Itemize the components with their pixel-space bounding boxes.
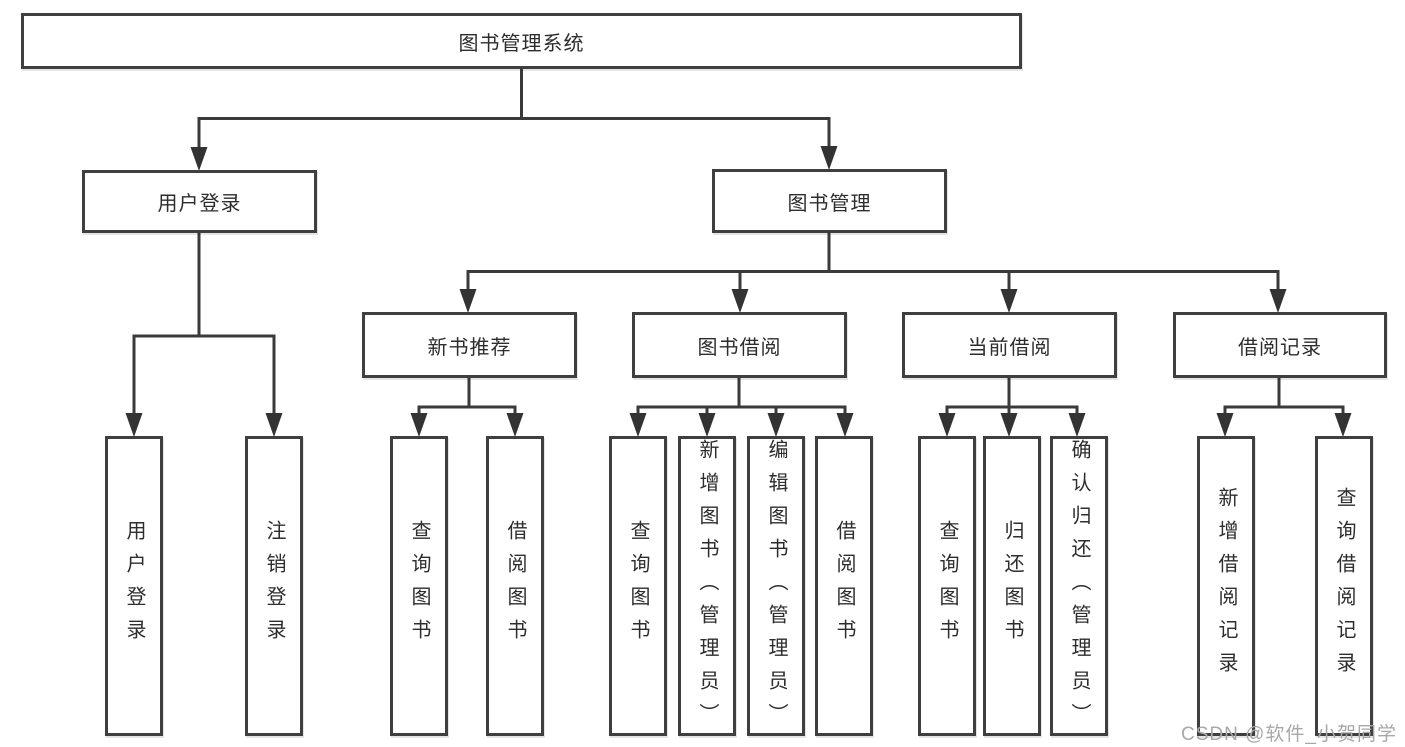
leaf-label: 查询图书 xyxy=(627,520,649,652)
leaf-label: 新增借阅记录 xyxy=(1215,487,1237,685)
leaf-borrow-books: 借阅图书 xyxy=(815,436,873,736)
leaf-edit-books-admin: 编辑图书（管理员） xyxy=(747,436,805,736)
leaf-query-books: 查询图书 xyxy=(609,436,667,736)
connector-recommend-fork xyxy=(410,376,524,437)
leaf-label: 确认归还（管理员） xyxy=(1068,439,1090,736)
connector-management-fork xyxy=(459,231,1287,313)
node-label: 图书管理 xyxy=(787,192,872,215)
node-borrow-records: 借阅记录 xyxy=(1173,312,1387,378)
leaf-borrow-books: 借阅图书 xyxy=(486,436,544,736)
connector-records-fork xyxy=(1216,376,1352,437)
leaf-label: 查询图书 xyxy=(408,520,430,652)
leaf-label: 借阅图书 xyxy=(504,520,526,652)
node-current-borrow: 当前借阅 xyxy=(902,312,1117,378)
connector-borrow-fork xyxy=(629,376,854,437)
leaf-add-borrow-record: 新增借阅记录 xyxy=(1197,436,1255,736)
leaf-label: 编辑图书（管理员） xyxy=(765,439,787,736)
leaf-label: 查询图书 xyxy=(936,520,958,652)
connector-root-fork xyxy=(190,69,838,171)
leaf-confirm-return-admin: 确认归还（管理员） xyxy=(1050,436,1108,736)
leaf-query-books: 查询图书 xyxy=(918,436,976,736)
node-book-borrow: 图书借阅 xyxy=(632,312,847,378)
node-label: 新书推荐 xyxy=(427,336,512,359)
node-label: 图书管理系统 xyxy=(458,32,585,55)
node-label: 用户登录 xyxy=(157,193,242,215)
leaf-label: 新增图书（管理员） xyxy=(696,439,718,736)
node-label: 当前借阅 xyxy=(967,336,1052,359)
leaf-label: 用户登录 xyxy=(123,520,145,652)
leaf-label: 借阅图书 xyxy=(833,520,855,652)
connector-login-fork xyxy=(125,231,283,437)
leaf-label: 归还图书 xyxy=(1001,520,1023,652)
node-new-book-recommend: 新书推荐 xyxy=(362,312,577,378)
node-book-management: 图书管理 xyxy=(712,169,947,233)
csdn-watermark: CSDN @软件_小贺同学 xyxy=(1181,724,1397,745)
leaf-query-books: 查询图书 xyxy=(390,436,448,736)
leaf-label: 注销登录 xyxy=(263,520,285,652)
node-user-login: 用户登录 xyxy=(82,170,317,233)
leaf-user-login: 用户登录 xyxy=(105,436,163,736)
leaf-query-borrow-record: 查询借阅记录 xyxy=(1315,436,1373,736)
connector-current-fork xyxy=(938,376,1086,437)
node-label: 借阅记录 xyxy=(1238,336,1322,359)
node-root-library-system: 图书管理系统 xyxy=(21,13,1022,69)
node-label: 图书借阅 xyxy=(697,336,782,359)
leaf-return-books: 归还图书 xyxy=(983,436,1041,736)
leaf-add-books-admin: 新增图书（管理员） xyxy=(678,436,736,736)
leaf-label: 查询借阅记录 xyxy=(1333,487,1355,685)
leaf-logout: 注销登录 xyxy=(245,436,303,736)
